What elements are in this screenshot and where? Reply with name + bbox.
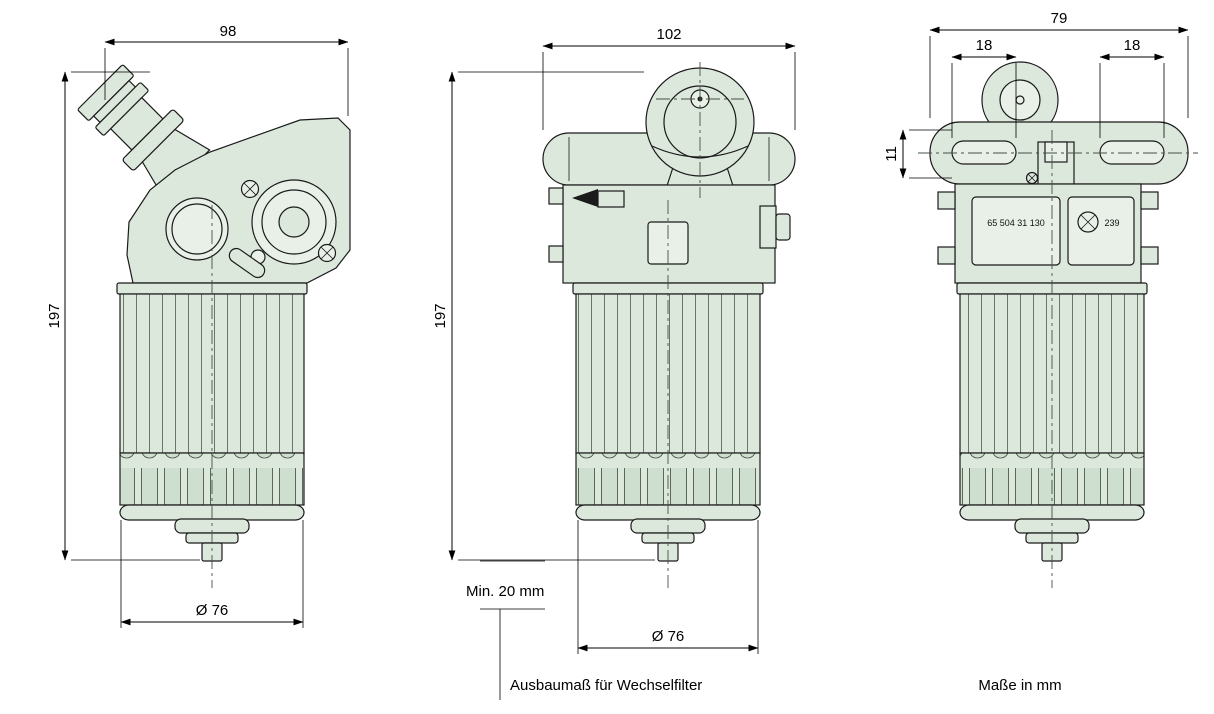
dim-d76-front-label: Ø 76 <box>652 628 685 645</box>
dim-18-right-label: 18 <box>1124 37 1141 54</box>
wing-handle <box>228 247 266 279</box>
front-view: 102 197 Min. 20 mm Ausbaumaß für Wechsel… <box>432 26 796 700</box>
min-clearance-label: Min. 20 mm <box>466 583 544 600</box>
flow-arrow-icon <box>572 189 598 207</box>
part-number-stamp: 65 504 31 130 <box>987 218 1045 228</box>
front-view-dimensions: 102 197 Min. 20 mm Ausbaumaß für Wechsel… <box>432 26 796 700</box>
head-bolt <box>548 245 564 263</box>
dim-197-front-label: 197 <box>432 303 449 328</box>
head-bolt <box>937 191 956 210</box>
left-view-dimensions: 98 197 Ø 76 <box>46 23 349 628</box>
dim-18-left-label: 18 <box>976 37 993 54</box>
part-number-panel <box>971 196 1061 266</box>
dim-98-label: 98 <box>220 23 237 40</box>
left-view-filter-drawing <box>77 64 351 562</box>
removal-caption: Ausbaumaß für Wechselfilter <box>510 677 702 694</box>
dim-197-left-label: 197 <box>46 303 63 328</box>
left-view: 98 197 Ø 76 <box>46 23 351 628</box>
head-bolt <box>548 187 564 205</box>
dim-102-label: 102 <box>656 26 681 43</box>
right-view: 65 504 31 130 239 79 18 18 11 Maße in mm <box>883 10 1198 694</box>
head-bolt <box>1140 191 1159 210</box>
mounting-slot-left <box>951 140 1017 165</box>
right-view-filter-drawing <box>929 61 1189 562</box>
head-bolt <box>937 246 956 265</box>
dim-79-label: 79 <box>1051 10 1068 27</box>
head-bolt <box>1140 246 1159 265</box>
code-stamp: 239 <box>1104 218 1119 228</box>
front-view-filter-drawing <box>542 67 796 562</box>
units-caption: Maße in mm <box>978 677 1061 694</box>
outlet-port <box>759 205 777 249</box>
dim-11-label: 11 <box>883 146 900 162</box>
mounting-slot-right <box>1099 140 1165 165</box>
right-view-dimensions: 79 18 18 11 <box>883 10 1189 179</box>
dim-d76-left-label: Ø 76 <box>196 602 229 619</box>
